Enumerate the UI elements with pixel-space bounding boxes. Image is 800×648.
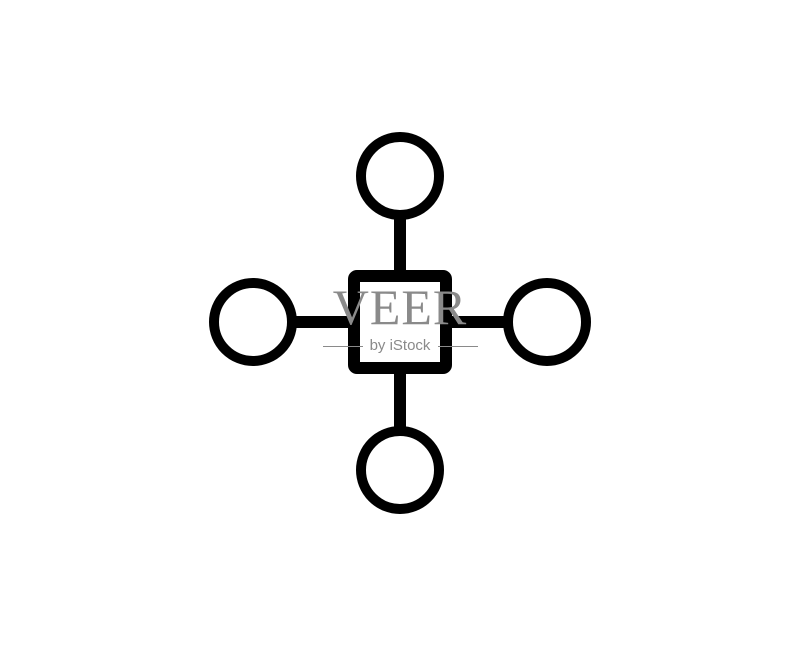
node-bottom xyxy=(356,426,444,514)
node-top xyxy=(356,132,444,220)
hub-square xyxy=(348,270,452,374)
node-left xyxy=(209,278,297,366)
node-right xyxy=(503,278,591,366)
